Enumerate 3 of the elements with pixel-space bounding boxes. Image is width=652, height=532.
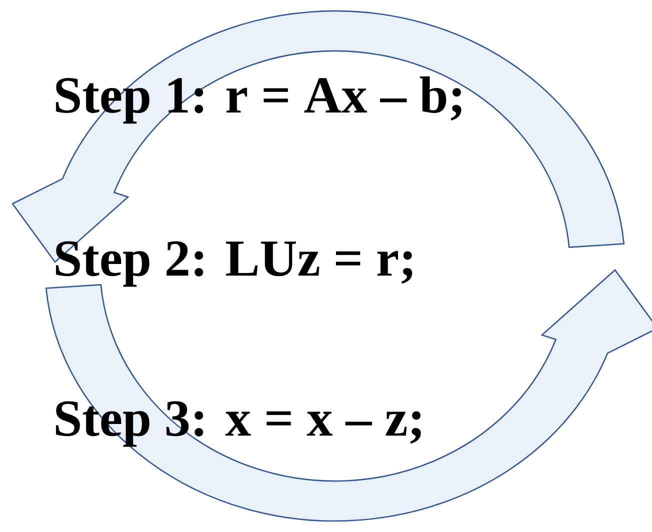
curved-arrow — [45, 269, 652, 522]
step-text: Step 2: LUz = r; — [56, 241, 412, 287]
curved-arrow — [12, 10, 625, 263]
